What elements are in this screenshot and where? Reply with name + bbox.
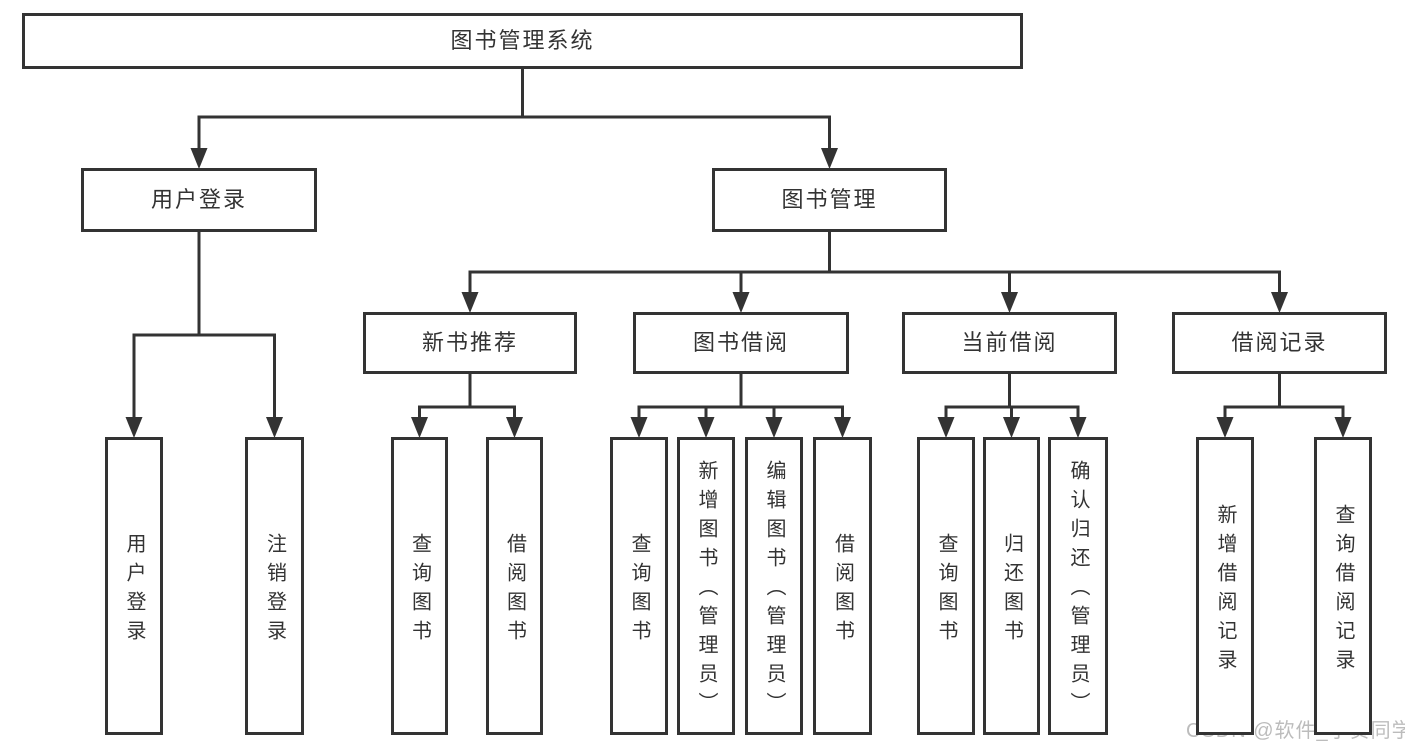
branch-book-management: 图书管理 <box>712 168 947 232</box>
leaf-edit-books-admin: 编辑图书（管理员） <box>745 437 803 735</box>
node-label: 查询图书 <box>628 532 650 649</box>
node-label: 新增图书（管理员） <box>695 460 717 721</box>
arrow-down-icon <box>1069 417 1087 438</box>
leaf-borrow-books-recommend: 借阅图书 <box>486 437 543 735</box>
node-label: 借阅图书 <box>503 532 526 649</box>
arrow-down-icon <box>937 417 955 438</box>
arrow-down-icon <box>411 417 428 438</box>
arrow-down-icon <box>697 417 715 438</box>
arrow-down-icon <box>1271 292 1288 313</box>
arrow-down-icon <box>1216 417 1234 438</box>
node-label: 注销登录 <box>263 532 286 649</box>
branch-borrowing-records: 借阅记录 <box>1172 312 1387 374</box>
leaf-search-books-borrow: 查询图书 <box>610 437 668 735</box>
node-label: 新增借阅记录 <box>1214 503 1236 678</box>
arrow-down-icon <box>765 417 783 438</box>
node-label: 图书管理系统 <box>450 27 595 53</box>
branch-new-book-recommendation: 新书推荐 <box>363 312 577 374</box>
branch-book-borrowing: 图书借阅 <box>633 312 849 374</box>
arrow-down-icon <box>190 148 208 169</box>
arrow-down-icon <box>834 417 851 438</box>
arrow-down-icon <box>1003 417 1020 438</box>
arrow-down-icon <box>732 292 750 313</box>
arrow-down-icon <box>461 292 479 313</box>
node-label: 用户登录 <box>123 532 145 649</box>
node-label: 归还图书 <box>1000 532 1023 649</box>
arrow-down-icon <box>125 417 143 438</box>
root-library-management-system: 图书管理系统 <box>22 13 1023 69</box>
arrow-down-icon <box>630 417 648 438</box>
leaf-logout: 注销登录 <box>245 437 304 735</box>
arrow-down-icon <box>266 417 283 438</box>
leaf-user-login: 用户登录 <box>105 437 163 735</box>
arrow-down-icon <box>821 148 838 169</box>
leaf-search-books-current: 查询图书 <box>917 437 975 735</box>
branch-user-login: 用户登录 <box>81 168 317 232</box>
leaf-borrow-books: 借阅图书 <box>813 437 872 735</box>
node-label: 新书推荐 <box>421 329 518 355</box>
node-label: 用户登录 <box>150 186 247 212</box>
arrow-down-icon <box>1001 292 1018 313</box>
node-label: 借阅记录 <box>1231 329 1328 355</box>
node-label: 当前借阅 <box>961 329 1058 355</box>
leaf-search-books-recommend: 查询图书 <box>391 437 448 735</box>
node-label: 查询图书 <box>935 532 957 649</box>
arrow-down-icon <box>506 417 523 438</box>
branch-current-borrowing: 当前借阅 <box>902 312 1117 374</box>
leaf-add-borrow-record: 新增借阅记录 <box>1196 437 1254 735</box>
node-label: 查询借阅记录 <box>1332 503 1354 678</box>
leaf-return-books: 归还图书 <box>983 437 1040 735</box>
node-label: 图书借阅 <box>692 329 789 355</box>
arrow-down-icon <box>1334 417 1352 438</box>
node-label: 查询图书 <box>408 532 431 649</box>
node-label: 编辑图书（管理员） <box>763 460 785 721</box>
leaf-add-books-admin: 新增图书（管理员） <box>677 437 735 735</box>
leaf-confirm-return-admin: 确认归还（管理员） <box>1048 437 1108 735</box>
leaf-search-borrow-record: 查询借阅记录 <box>1314 437 1372 735</box>
node-label: 图书管理 <box>781 186 878 212</box>
node-label: 借阅图书 <box>831 532 854 649</box>
node-label: 确认归还（管理员） <box>1067 460 1089 721</box>
